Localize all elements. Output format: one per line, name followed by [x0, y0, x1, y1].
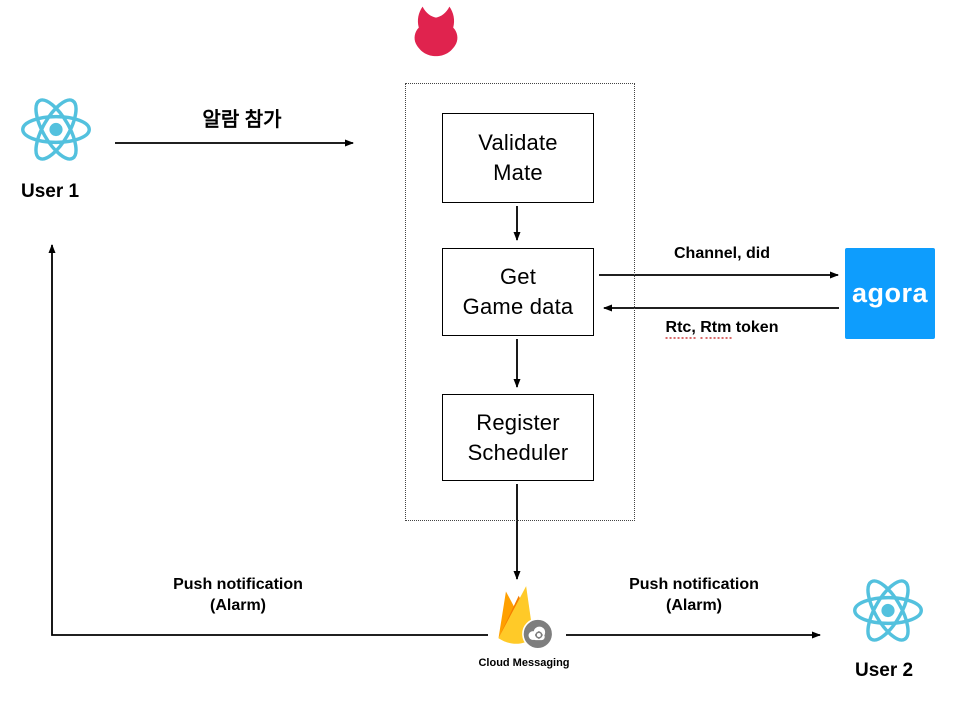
- join-alarm-label: 알람 참가: [202, 109, 282, 131]
- rtm-part: Rtm: [700, 319, 732, 339]
- push-notification-right-label: Push notification (Alarm): [629, 574, 759, 616]
- get-game-data-line1: Get: [499, 264, 537, 290]
- push-notification-left-label: Push notification (Alarm): [173, 574, 303, 616]
- get-game-data-line2: Game data: [462, 294, 574, 319]
- nestjs-icon: [414, 6, 458, 57]
- user2-label: User 2: [855, 660, 914, 681]
- react-icon-user2: [853, 579, 923, 642]
- rtc-rtm-token-label: Rtc, Rtm token: [665, 319, 779, 339]
- react-icon-user1: [21, 98, 91, 161]
- user1-label: User 1: [21, 181, 80, 202]
- push-left-line2: (Alarm): [209, 597, 266, 614]
- get-game-data-box: Get Game data: [442, 248, 594, 336]
- agora-wordmark: agora: [851, 278, 929, 308]
- register-scheduler-box: Register Scheduler: [442, 394, 594, 481]
- cloud-gear-glyph: [528, 626, 546, 641]
- register-scheduler-line1: Register: [476, 409, 560, 435]
- validate-mate-box: Validate Mate: [442, 113, 594, 203]
- rtc-part: Rtc,: [665, 319, 696, 339]
- cloud-messaging-caption: Cloud Messaging: [478, 657, 570, 669]
- validate-mate-line1: Validate: [478, 130, 558, 156]
- push-left-line1: Push notification: [173, 576, 303, 593]
- register-scheduler-line2: Scheduler: [467, 439, 569, 465]
- push-right-line2: (Alarm): [665, 597, 722, 614]
- token-part: token: [735, 319, 779, 336]
- agora-logo: agora: [845, 248, 935, 339]
- channel-did-label: Channel, did: [674, 245, 770, 262]
- validate-mate-line2: Mate: [493, 160, 543, 185]
- firebase-cloud-messaging-icon: [498, 586, 554, 650]
- push-right-line1: Push notification: [629, 576, 759, 593]
- nest-service-boundary: [405, 83, 635, 521]
